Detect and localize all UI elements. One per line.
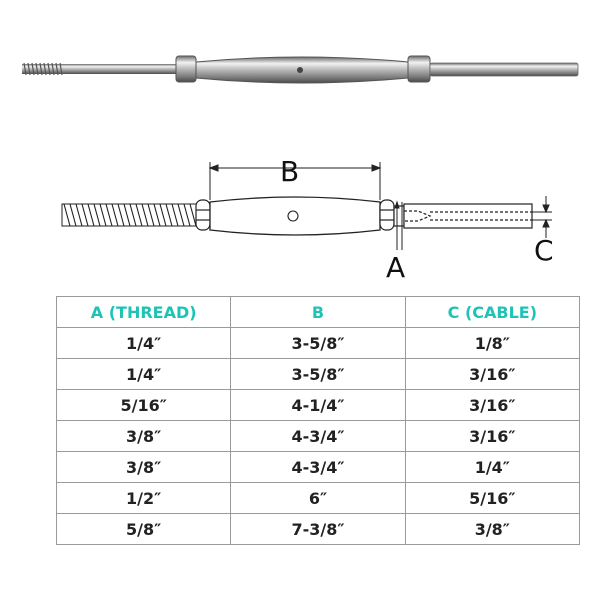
cell-cable: 5/16″ xyxy=(404,482,581,514)
cell-b: 4-3/4″ xyxy=(230,420,406,452)
table-row: 3/8″ 4-3/4″ 1/4″ xyxy=(55,451,581,483)
swage-drawing xyxy=(393,203,533,229)
cell-cable: 1/4″ xyxy=(404,451,581,483)
cell-cable: 3/16″ xyxy=(404,358,581,390)
dimension-b-label: B xyxy=(280,155,300,188)
dimension-c-line xyxy=(532,196,552,238)
table-row: 1/4″ 3-5/8″ 3/16″ xyxy=(55,358,581,390)
dimension-a-line xyxy=(394,200,403,250)
cell-thread: 1/4″ xyxy=(55,358,232,390)
header-cable: C (CABLE) xyxy=(404,296,581,328)
cell-cable: 1/8″ xyxy=(404,327,581,359)
table-row: 5/8″ 7-3/8″ 3/8″ xyxy=(55,513,581,545)
dimension-diagram xyxy=(61,162,552,250)
left-nut-drawing xyxy=(195,199,211,231)
dimension-b-line xyxy=(208,162,382,200)
cell-thread: 3/8″ xyxy=(55,420,232,452)
cell-b: 4-1/4″ xyxy=(230,389,406,421)
size-table: A (THREAD) B C (CABLE) 1/4″ 3-5/8″ 1/8″ … xyxy=(55,296,581,545)
table-row: 1/4″ 3-5/8″ 1/8″ xyxy=(55,327,581,359)
cell-thread: 5/16″ xyxy=(55,389,232,421)
cell-thread: 3/8″ xyxy=(55,451,232,483)
cell-b: 7-3/8″ xyxy=(230,513,406,545)
header-thread: A (THREAD) xyxy=(55,296,232,328)
cell-b: 3-5/8″ xyxy=(230,358,406,390)
cell-thread: 5/8″ xyxy=(55,513,232,545)
cell-b: 6″ xyxy=(230,482,406,514)
cell-b: 3-5/8″ xyxy=(230,327,406,359)
thread-drawing xyxy=(61,203,199,227)
cell-cable: 3/8″ xyxy=(404,513,581,545)
cell-b: 4-3/4″ xyxy=(230,451,406,483)
threaded-stud xyxy=(22,62,180,76)
left-nut xyxy=(175,55,197,83)
dimension-a-label: A xyxy=(386,251,406,284)
right-nut xyxy=(407,55,431,83)
right-nut-drawing xyxy=(379,199,395,231)
table-row: 3/8″ 4-3/4″ 3/16″ xyxy=(55,420,581,452)
dimension-c-label: C xyxy=(534,234,554,267)
cell-cable: 3/16″ xyxy=(404,420,581,452)
cell-thread: 1/2″ xyxy=(55,482,232,514)
swage-fitting xyxy=(429,62,579,77)
table-header-row: A (THREAD) B C (CABLE) xyxy=(55,296,581,328)
cell-thread: 1/4″ xyxy=(55,327,232,359)
turnbuckle-photo xyxy=(22,55,579,84)
cell-cable: 3/16″ xyxy=(404,389,581,421)
table-row: 5/16″ 4-1/4″ 3/16″ xyxy=(55,389,581,421)
table-row: 1/2″ 6″ 5/16″ xyxy=(55,482,581,514)
header-b: B xyxy=(230,296,406,328)
